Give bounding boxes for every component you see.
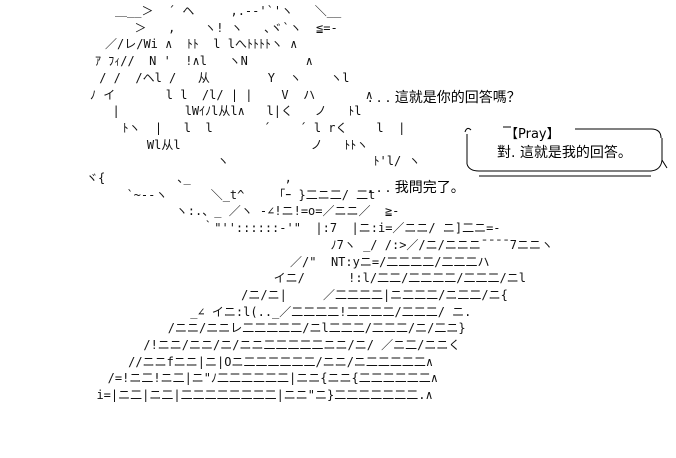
ascii-art-line: | lWｲﾉl从l∧ l|く ノ ﾄl — [98, 104, 362, 118]
ascii-art-line: ／/" NT:yニ=/二二二二/二二二ハ — [160, 255, 490, 269]
ascii-art-line: /ニ/ニ| ／二二二二|ニ二二二/ニ二二/ニ{ — [140, 288, 508, 302]
reply-speech-bubble: 【Pray】 對. 這就是我的回答。 — [463, 124, 668, 180]
bubble-reply-text: 對. 這就是我的回答。 — [497, 145, 632, 161]
ascii-art-line: /=!ニ二!ニ二|ニ"ﾉ二二二二二二|ニニ{ニニ{二二二二二二∧ — [86, 371, 438, 385]
bubble-speaker-tag: 【Pray】 — [505, 127, 560, 142]
ascii-art-line: Wl从l ノ ﾄﾄヽ — [118, 138, 369, 152]
ascii-art-line: ／/レ/Wi ∧ ﾄﾄ l lへﾄﾄﾄﾄヽ ∧ — [105, 37, 298, 51]
speech-line-finished: . . . 我問完了。 — [368, 180, 465, 196]
ascii-art-line: /!ニニ/ニニ/ニ/ニニ二二二二二ニニ/ニ/ ／ニ二/ニニく — [100, 338, 461, 352]
ascii-art-line: ｱ ﾌｨ// N ' !∧l ヽN ∧ — [95, 54, 313, 68]
ascii-art-line: ﾉ イ l l /l/ | | V ハ ∧ — [90, 88, 373, 102]
ascii-art-line: ＞ , ヽ! ヽ ､ヾ`ヽ ≦=- — [120, 21, 338, 35]
ascii-art-line: ヾ{ ､_ , — [86, 171, 292, 185]
ascii-art-line: ＿__＞ ´ ヘ ,.-‐'`'ヽ ＼__ — [115, 4, 342, 18]
ascii-art-line: ｀"''::::::-'" |:7 |ニ:i=／ニニ/ ニ]二ニ=- — [130, 221, 501, 235]
ascii-art-line: / / /ヘl / 从 Y ヽ ヽl — [92, 71, 350, 85]
ascii-art-line: ヽ:.、_ ／ヽ -∠!ニ!=o=／ニニ／ ≧- — [118, 204, 400, 218]
ascii-art-line: `~-‐ヽ ＼_t^ 「ｰ }二ニ二/ 二t — [112, 188, 376, 202]
ascii-art-line: イニ/ !:l/二二/二二二二/二二二/ニl — [158, 271, 526, 285]
speech-line-question: . . . 這就是你的回答嗎？ — [368, 90, 521, 106]
ascii-art-line: _∠ イニ:l(.._／二二二二!二二二二/二二二/ ニ. — [118, 305, 472, 319]
ascii-art-line: //ニニfニニ|ニ|Oニ二二二二二二/ニニ/ニ二二二二二∧ — [92, 355, 434, 369]
ascii-art-line: ヽ ﾄ'l/ ヽ — [152, 154, 421, 168]
ascii-art-line: ﾉ7ヽ _/ /:>／/ニ/ニニニ¯¯¯¯7ニニヽ — [150, 238, 553, 252]
bubble-outline-shape — [464, 126, 668, 177]
ascii-art-line: /ニニ/ニニレ二二二二二/ニl二二二/二二二/ニ/二ニ} — [110, 321, 466, 335]
ascii-art-line: ﾄヽ | l l ´ ´ l rく l | — [108, 121, 406, 135]
ascii-art-line: i=|ニ二|ニ二|二二二二二二二二|ニニ"ニ}二二二二二二二.∧ — [82, 388, 433, 402]
